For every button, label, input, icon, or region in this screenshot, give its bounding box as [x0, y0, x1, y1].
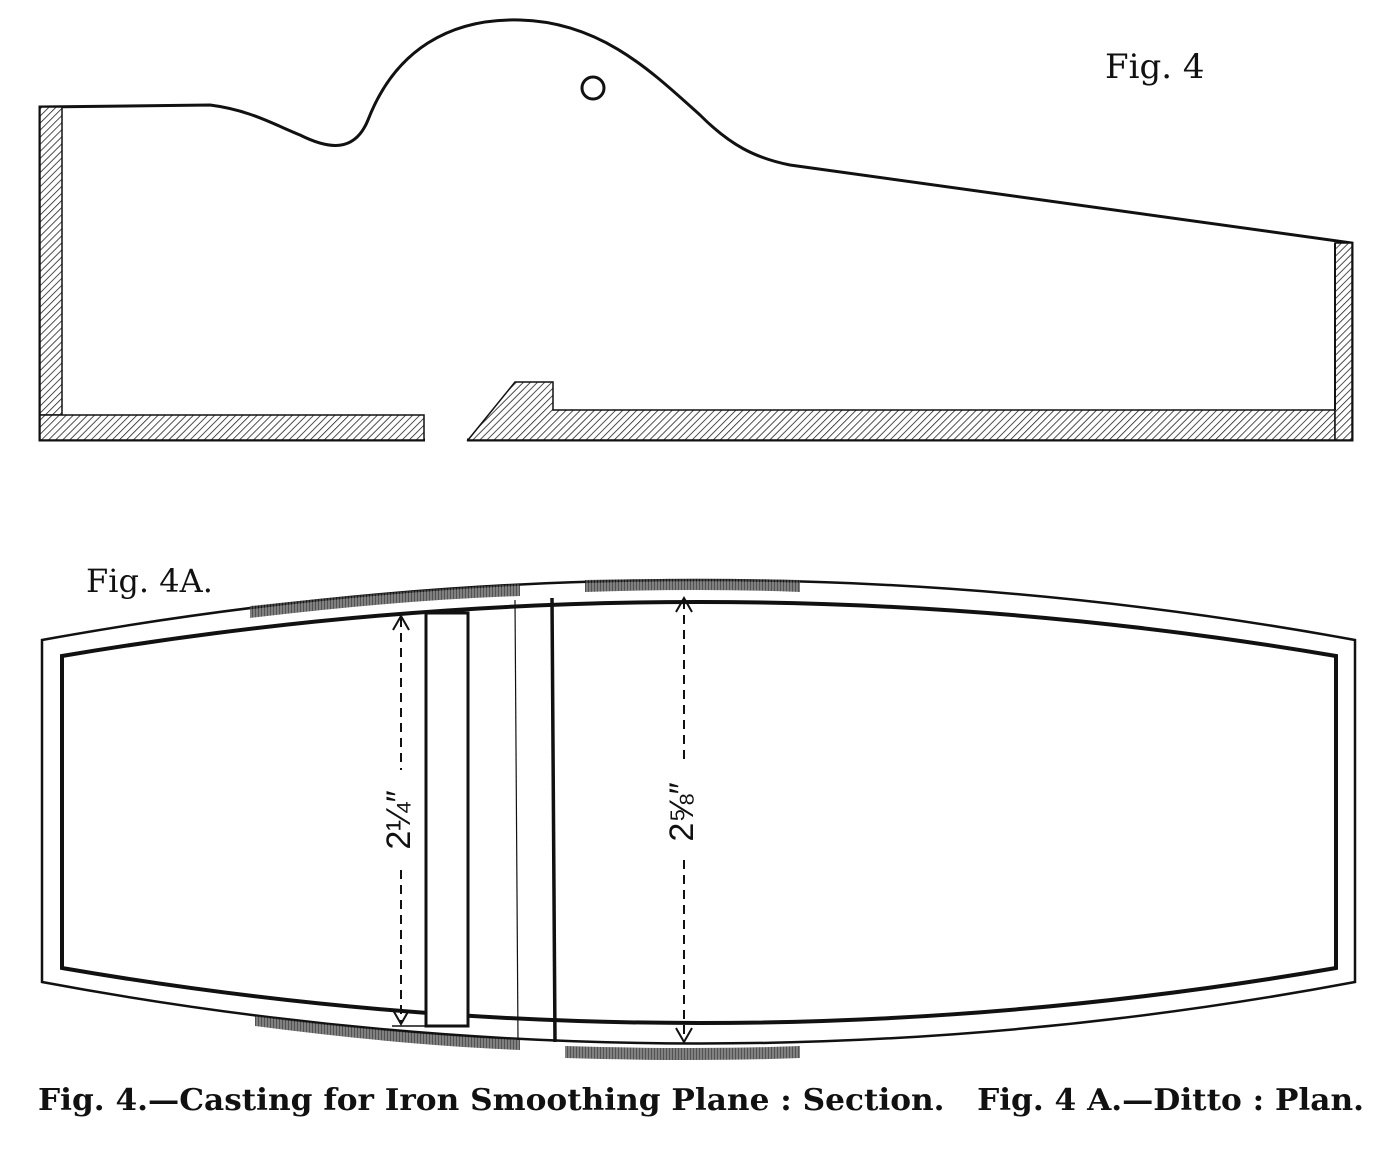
plan-mouth-opening: [424, 611, 470, 1028]
figure-caption: Fig. 4.—Casting for Iron Smoothing Plane…: [38, 1083, 1364, 1118]
plan-frog-line-thick: [550, 597, 557, 1043]
plan-rim-shade-top-right: [585, 579, 800, 592]
section-view: Fig. 4: [38, 18, 1354, 442]
section-left-sole: [39, 414, 425, 441]
dimension-body-label: 2⅝″: [663, 782, 701, 841]
plan-frog-line-thin: [514, 599, 519, 1041]
dimension-mouth-label: 2¼″: [380, 790, 418, 849]
plan-rim-shade-bottom-right: [565, 1046, 800, 1060]
fig4-label: Fig. 4: [1105, 47, 1204, 87]
section-profile-outline: [38, 18, 1354, 442]
dimension-mouth: 2¼″: [380, 613, 426, 1027]
plan-rim-shade-top: [250, 584, 520, 618]
plan-rim-shade-bottom: [255, 1016, 520, 1050]
section-left-wall: [39, 106, 63, 416]
section-mouth-gap: [425, 412, 467, 442]
section-pin-hole: [580, 75, 606, 101]
dimension-body: 2⅝″: [663, 595, 701, 1045]
section-right-wall: [1334, 242, 1353, 441]
fig4a-label: Fig. 4A.: [86, 562, 213, 600]
plan-view: Fig. 4A. 2¼″ 2⅝″: [40, 562, 1357, 1060]
